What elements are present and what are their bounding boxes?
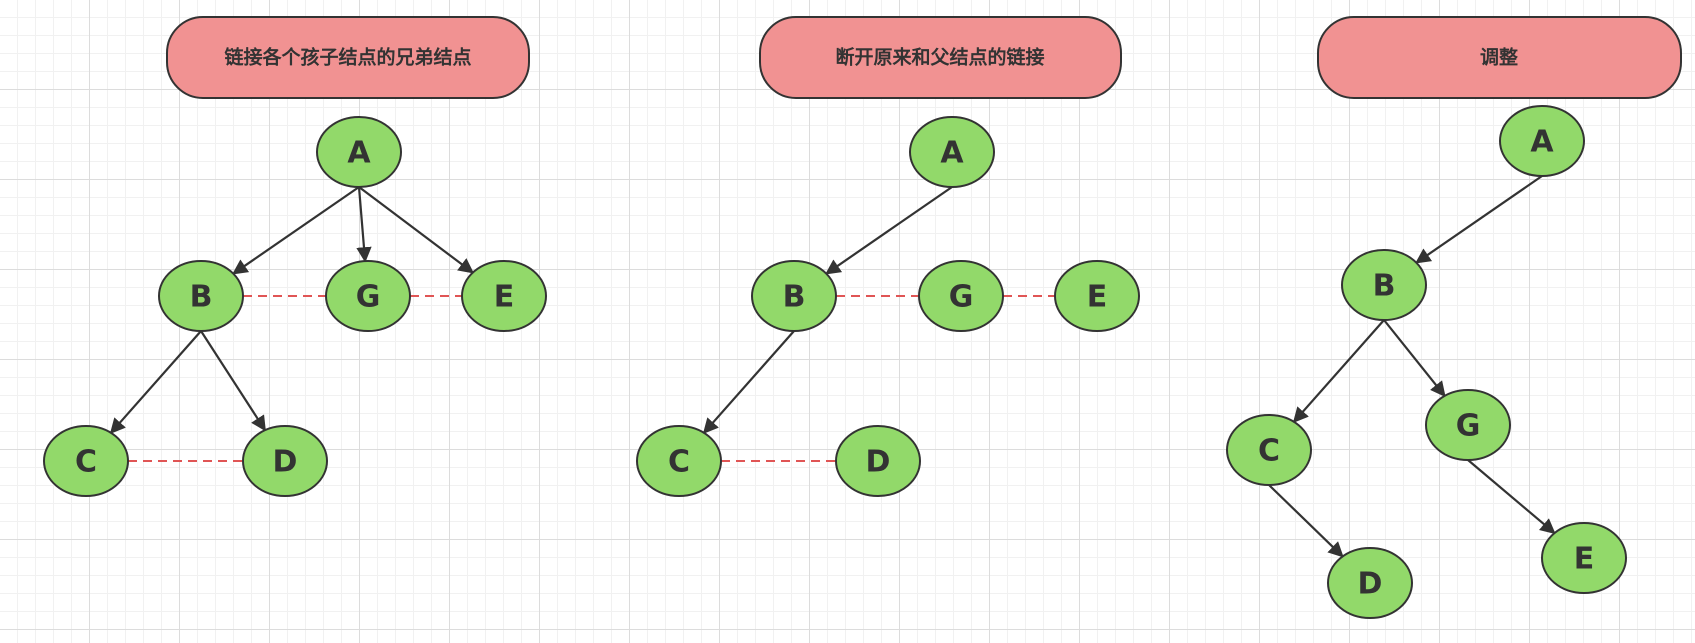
panel-1-node-E-shape xyxy=(461,260,547,332)
panel-1-node-B-shape xyxy=(158,260,244,332)
panel-3-node-C-shape xyxy=(1226,414,1312,486)
panel-2-title: 断开原来和父结点的链接 xyxy=(835,46,1044,69)
panel-2-title-box xyxy=(759,16,1122,99)
panel-2-node-E-shape xyxy=(1054,260,1140,332)
panel-1-node-C-label: C xyxy=(75,445,97,480)
panel-2-node-G-shape xyxy=(918,260,1004,332)
panel-3-edge-C-D xyxy=(1268,484,1344,558)
panel-2-node-B: B xyxy=(751,260,837,332)
panel-1-title-box xyxy=(166,16,530,99)
panel-3-node-D-label: D xyxy=(1358,567,1383,602)
panel-3-node-C-label: C xyxy=(1258,434,1280,469)
panel-2-node-D-shape xyxy=(835,425,921,497)
panel-1-edge-B-C xyxy=(109,330,202,434)
panel-1-node-C: C xyxy=(43,425,129,497)
panel-1-node-E-label: E xyxy=(494,280,515,315)
nodes-layer: A B G E C D A B G E C D A B C G D E xyxy=(43,105,1627,619)
panel-1-node-E: E xyxy=(461,260,547,332)
panel-3-node-B: B xyxy=(1341,249,1427,321)
panel-3-node-G-shape xyxy=(1425,389,1511,461)
panel-3-edge-G-E xyxy=(1467,459,1556,535)
panel-1-node-G-label: G xyxy=(356,280,381,315)
panel-3-node-A-shape xyxy=(1499,105,1585,177)
links-layer xyxy=(109,175,1556,558)
panel-1-node-B-label: B xyxy=(190,280,213,315)
panel-2-node-A: A xyxy=(909,116,995,188)
panel-3: 调整 xyxy=(1317,16,1682,99)
panel-3-edge-B-G xyxy=(1383,319,1446,398)
panel-3-node-E: E xyxy=(1541,522,1627,594)
panel-3-node-B-label: B xyxy=(1373,269,1396,304)
panel-3-node-A-label: A xyxy=(1530,125,1554,160)
panel-3-node-B-shape xyxy=(1341,249,1427,321)
panel-2-node-G-label: G xyxy=(949,280,974,315)
panel-2-node-B-label: B xyxy=(783,280,806,315)
panel-1-edge-B-D xyxy=(200,330,267,432)
panel-3-edge-A-B xyxy=(1415,175,1543,264)
panel-3-node-E-label: E xyxy=(1574,542,1595,577)
panel-1-node-D-label: D xyxy=(273,445,298,480)
panel-2: 断开原来和父结点的链接 xyxy=(759,16,1122,99)
panel-2-edge-B-C xyxy=(702,330,795,434)
panel-1-node-D-shape xyxy=(242,425,328,497)
panel-1-node-A: A xyxy=(316,116,402,188)
panel-2-node-B-shape xyxy=(751,260,837,332)
panel-2-node-C-shape xyxy=(636,425,722,497)
panel-2-edge-A-B xyxy=(825,186,953,275)
panel-3-node-E-shape xyxy=(1541,522,1627,594)
panel-1-edge-A-B xyxy=(232,186,360,275)
panel-2-node-G: G xyxy=(918,260,1004,332)
panel-2-node-C: C xyxy=(636,425,722,497)
panel-1-edge-A-G xyxy=(356,186,372,263)
panel-3-node-G: G xyxy=(1425,389,1511,461)
panel-1-node-G-shape xyxy=(325,260,411,332)
panel-3-node-C: C xyxy=(1226,414,1312,486)
panel-1-node-A-label: A xyxy=(347,136,371,171)
panel-1: 链接各个孩子结点的兄弟结点 xyxy=(166,16,530,99)
panel-3-node-D: D xyxy=(1327,547,1413,619)
panel-2-node-A-label: A xyxy=(940,136,964,171)
panel-2-node-C-label: C xyxy=(668,445,690,480)
panel-2-node-D-label: D xyxy=(866,445,891,480)
panel-1-edge-A-E xyxy=(358,186,475,274)
panel-3-title-box xyxy=(1317,16,1682,99)
panel-3-node-A: A xyxy=(1499,105,1585,177)
panel-1-node-A-shape xyxy=(316,116,402,188)
panel-3-node-D-shape xyxy=(1327,547,1413,619)
panel-1-title: 链接各个孩子结点的兄弟结点 xyxy=(224,46,471,69)
panel-2-node-E-label: E xyxy=(1087,280,1108,315)
panel-3-title: 调整 xyxy=(1480,46,1518,69)
panel-1-node-G: G xyxy=(325,260,411,332)
panel-1-node-D: D xyxy=(242,425,328,497)
panel-2-node-D: D xyxy=(835,425,921,497)
panel-2-node-A-shape xyxy=(909,116,995,188)
panel-2-node-E: E xyxy=(1054,260,1140,332)
panel-1-node-B: B xyxy=(158,260,244,332)
panel-1-node-C-shape xyxy=(43,425,129,497)
panel-3-node-G-label: G xyxy=(1456,409,1481,444)
panel-3-edge-B-C xyxy=(1292,319,1385,423)
